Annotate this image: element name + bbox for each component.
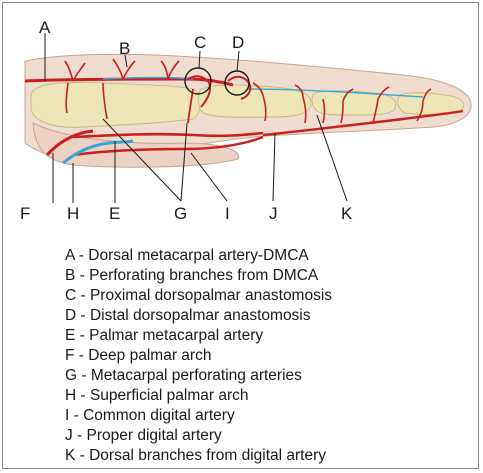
legend-item: A - Dorsal metacarpal artery-DMCA: [65, 246, 332, 266]
label-E: E: [109, 204, 120, 223]
label-J: J: [269, 204, 278, 223]
finger-anatomy-diagram: A B C D F H E G I J K: [3, 3, 480, 238]
label-A: A: [39, 18, 51, 37]
label-I: I: [225, 204, 230, 223]
legend-item: E - Palmar metacarpal artery: [65, 326, 332, 346]
legend-item: K - Dorsal branches from digital artery: [65, 446, 332, 466]
legend-item: F - Deep palmar arch: [65, 346, 332, 366]
label-H: H: [67, 204, 79, 223]
legend-item: J - Proper digital artery: [65, 426, 332, 446]
metacarpal-bone: [31, 82, 201, 127]
label-B: B: [119, 39, 130, 58]
legend-item: B - Perforating branches from DMCA: [65, 266, 332, 286]
label-K: K: [341, 204, 353, 223]
label-D: D: [232, 33, 244, 52]
label-F: F: [20, 204, 30, 223]
label-C: C: [194, 33, 206, 52]
legend: A - Dorsal metacarpal artery-DMCA B - Pe…: [65, 246, 332, 466]
label-G: G: [174, 204, 187, 223]
legend-item: G - Metacarpal perforating arteries: [65, 366, 332, 386]
legend-item: C - Proximal dorsopalmar anastomosis: [65, 286, 332, 306]
figure-frame: A B C D F H E G I J K A - Dorsal metacar…: [2, 2, 479, 469]
legend-item: H - Superficial palmar arch: [65, 386, 332, 406]
legend-item: I - Common digital artery: [65, 406, 332, 426]
legend-item: D - Distal dorsopalmar anastomosis: [65, 306, 332, 326]
